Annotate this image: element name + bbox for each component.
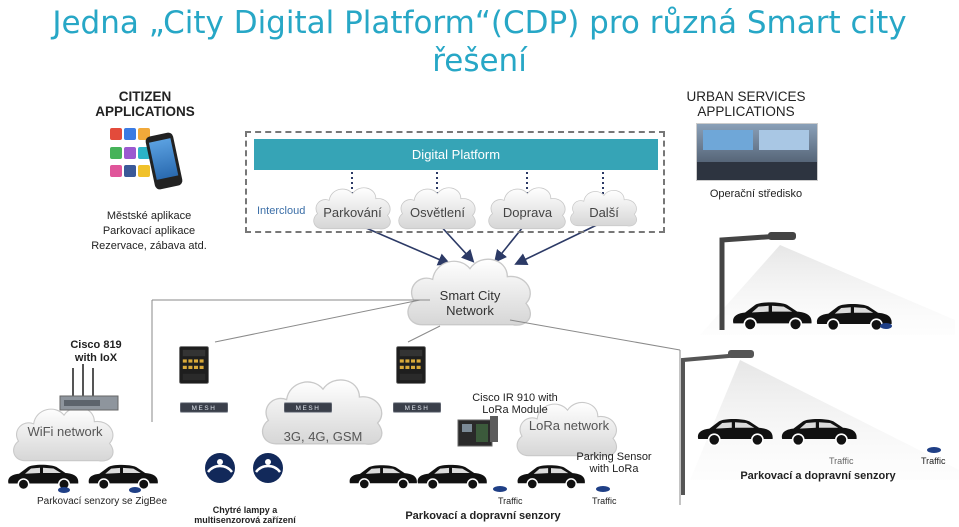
citizen-item: Parkovací aplikace xyxy=(102,225,196,237)
parking-traffic-sensors-label-bottom: Parkovací a dopravní senzory xyxy=(405,510,561,522)
cloud-doprava: Doprava xyxy=(502,205,553,220)
cisco-819-label: Cisco 819 with IoX xyxy=(70,339,122,364)
cloud-parkovani: Parkování xyxy=(323,205,382,220)
digital-platform-frame xyxy=(245,131,665,233)
router-icon xyxy=(396,346,426,384)
mesh-ap-icon xyxy=(284,402,332,413)
zigbee-sensors-label: Parkovací senzory se ZigBee xyxy=(37,496,168,507)
lora-network-label: LoRa network xyxy=(528,418,610,433)
parking-sensor-icons xyxy=(58,323,941,493)
cloud-osvetleni: Osvětlení xyxy=(410,205,465,220)
mesh-ap-icon xyxy=(393,402,441,413)
title-line-2: řešení xyxy=(432,43,527,79)
citizen-item: Městské aplikace xyxy=(106,210,192,222)
smart-city-network-label: Smart City Network xyxy=(439,288,501,318)
smart-lamps-label: Chytré lampy a multisenzorová zařízení xyxy=(194,505,296,525)
citizen-applications-header: CITIZEN APPLICATIONS xyxy=(95,89,195,119)
traffic-label: Traffic xyxy=(829,456,854,466)
cisco-819-icon xyxy=(59,364,119,411)
cloud-dalsi: Další xyxy=(589,205,619,220)
parking-traffic-sensors-label-right: Parkovací a dopravní senzory xyxy=(740,470,896,482)
operations-center-label: Operační středisko xyxy=(709,188,803,200)
citizen-app-list: Městské aplikace Parkovací aplikace Reze… xyxy=(86,209,212,254)
smart-lamp-icon xyxy=(253,453,283,483)
citizen-item: Rezervace, zábava atd. xyxy=(91,240,207,252)
parking-sensor-label: Parking Sensor with LoRa xyxy=(576,451,652,475)
traffic-label: Traffic xyxy=(921,456,946,466)
router-icon xyxy=(179,346,209,384)
wifi-network-label: WiFi network xyxy=(27,424,103,439)
traffic-label: Traffic xyxy=(498,496,523,506)
traffic-label: Traffic xyxy=(592,496,617,506)
operations-center-image xyxy=(696,123,818,181)
page-title: Jedna „City Digital Platform“(CDP) pro r… xyxy=(0,4,959,80)
intercloud-label: Intercloud xyxy=(257,205,306,217)
digital-platform-bar: Digital Platform xyxy=(254,139,658,170)
title-line-1: Jedna „City Digital Platform“(CDP) pro r… xyxy=(52,5,907,41)
smartphone-icon xyxy=(144,131,184,191)
urban-services-header: URBAN SERVICES APPLICATIONS xyxy=(686,89,806,119)
cellular-network-label: 3G, 4G, GSM xyxy=(283,429,363,444)
smart-lamp-icon xyxy=(205,453,235,483)
cisco-ir910-icon xyxy=(457,416,498,447)
cisco-ir910-label: Cisco IR 910 with LoRa Module xyxy=(472,392,558,416)
mesh-ap-icon xyxy=(180,402,228,413)
app-icons-phone xyxy=(110,128,184,191)
